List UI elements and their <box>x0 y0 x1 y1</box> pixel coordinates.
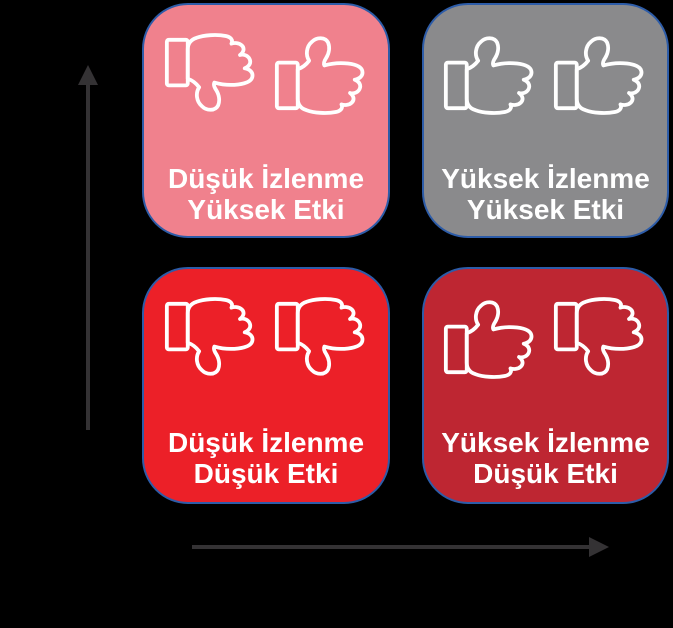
quadrant-label: Yüksek İzlenme Yüksek Etki <box>441 163 650 225</box>
quadrant-label-line2: Düşük Etki <box>193 458 339 489</box>
thumbs-down-icon <box>274 297 364 376</box>
x-axis-arrowhead-icon <box>589 537 609 557</box>
icons-row <box>164 33 369 115</box>
quadrant-low-views-low-impact: Düşük İzlenme Düşük Etki <box>142 267 390 504</box>
quadrant-label-line1: Yüksek İzlenme <box>441 427 650 458</box>
quadrant-label-line2: Yüksek Etki <box>187 194 345 225</box>
quadrant-label: Düşük İzlenme Yüksek Etki <box>168 163 364 225</box>
thumbs-up-icon <box>274 36 364 115</box>
quadrant-high-views-high-impact: Yüksek İzlenme Yüksek Etki <box>422 3 669 238</box>
quadrant-label-line1: Düşük İzlenme <box>167 427 365 458</box>
thumbs-down-icon <box>164 33 254 112</box>
y-axis-arrowhead-icon <box>78 65 98 85</box>
icons-row <box>443 33 648 115</box>
thumbs-up-icon <box>443 36 534 115</box>
quadrant-label-line2: Yüksek Etki <box>466 194 625 225</box>
quadrant-label-line1: Yüksek İzlenme <box>441 163 650 194</box>
icons-row <box>164 297 369 379</box>
quadrant-label-line2: Düşük Etki <box>473 458 618 489</box>
quadrant-label: Yüksek İzlenme Düşük Etki <box>441 427 650 489</box>
thumbs-up-icon <box>443 300 534 379</box>
icons-row <box>443 297 648 379</box>
y-axis-line <box>86 82 90 430</box>
thumbs-up-icon <box>553 36 644 115</box>
thumbs-down-icon <box>164 297 254 376</box>
thumbs-down-icon <box>553 297 644 376</box>
quadrant-label-line1: Düşük İzlenme <box>167 163 365 194</box>
quadrant-low-views-high-impact: Düşük İzlenme Yüksek Etki <box>142 3 390 238</box>
x-axis-line <box>192 545 592 549</box>
quadrant-high-views-low-impact: Yüksek İzlenme Düşük Etki <box>422 267 669 504</box>
quadrant-label: Düşük İzlenme Düşük Etki <box>168 427 364 489</box>
